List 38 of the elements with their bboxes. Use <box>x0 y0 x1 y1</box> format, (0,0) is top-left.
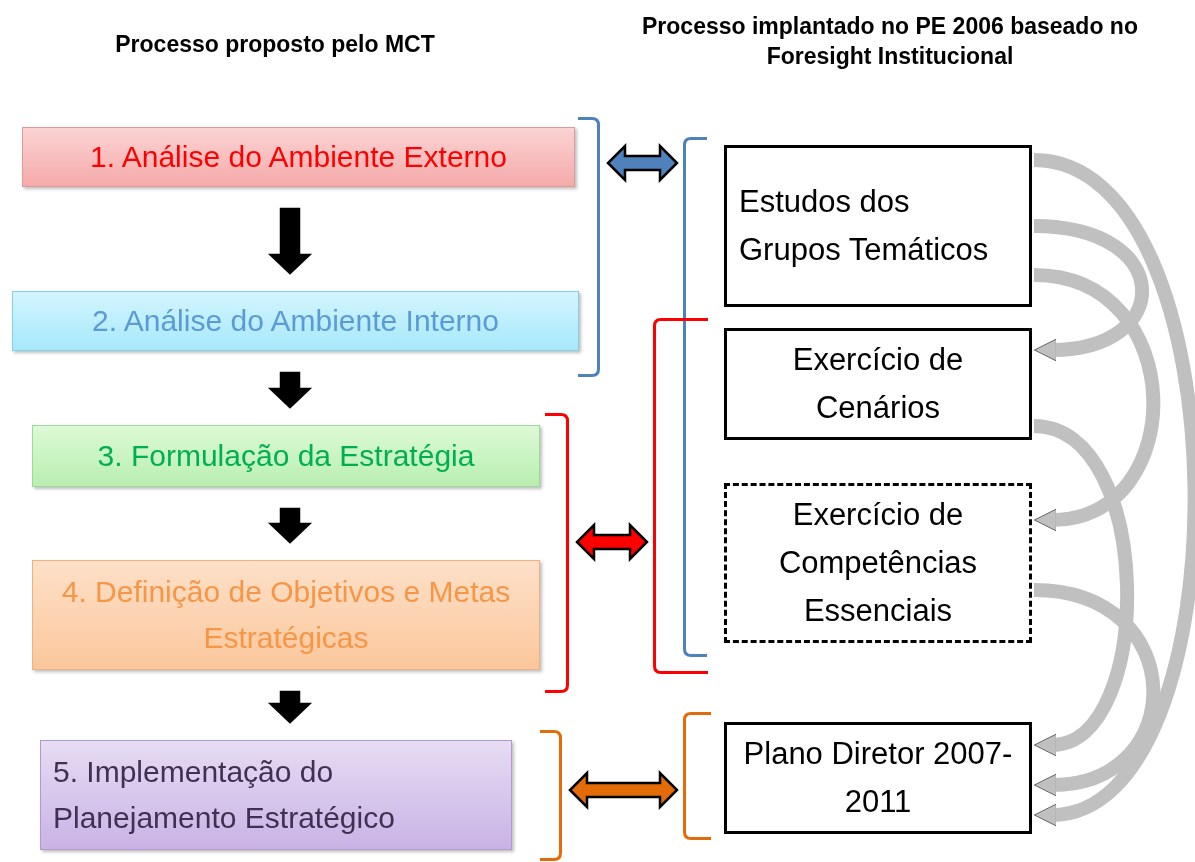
arrow <box>267 507 313 544</box>
box-label: 3. Formulação da Estratégia <box>96 437 476 474</box>
arrow <box>267 207 313 275</box>
box-label: Exercício de Competências Essenciais <box>777 495 979 630</box>
process-box <box>724 328 1032 440</box>
box-label: 4. Definição de Objetivos e Metas Estratégicas <box>60 573 512 656</box>
double-arrow <box>575 522 649 562</box>
curved-arrow <box>1033 219 1149 361</box>
box-label: Plano Diretor 2007-2011 <box>742 734 1014 821</box>
bracket <box>578 117 600 377</box>
box-label: 5. Implementação do Planejamento Estratégico <box>53 753 396 836</box>
curved-arrow <box>1033 268 1161 531</box>
step-box <box>12 291 579 351</box>
curved-arrow <box>1033 583 1161 796</box>
process-box <box>724 145 1032 307</box>
step-box <box>32 425 540 487</box>
bracket <box>653 318 708 674</box>
bracket <box>683 712 711 840</box>
process-box <box>724 722 1032 834</box>
heading: Processo implantado no PE 2006 baseado no Foresight Institucional <box>641 12 1139 71</box>
box-label: Estudos dos Grupos Temáticos <box>739 182 990 269</box>
double-arrow <box>606 143 679 183</box>
box-label: Exercício de Cenários <box>791 340 965 427</box>
box-label: 1. Análise do Ambiente Externo <box>89 138 508 175</box>
double-arrow <box>568 770 679 810</box>
step-box <box>22 127 575 187</box>
bracket <box>545 413 569 693</box>
step-box <box>40 740 512 850</box>
curved-arrow <box>1032 153 1195 825</box>
curved-arrow <box>1032 419 1134 755</box>
box-label: 2. Análise do Ambiente Interno <box>91 302 500 339</box>
arrow <box>267 371 313 409</box>
bracket <box>683 137 707 657</box>
process-box <box>724 483 1032 643</box>
bracket <box>540 730 562 861</box>
arrow <box>267 690 313 724</box>
step-box <box>32 560 540 670</box>
heading: Processo proposto pelo MCT <box>114 30 436 59</box>
